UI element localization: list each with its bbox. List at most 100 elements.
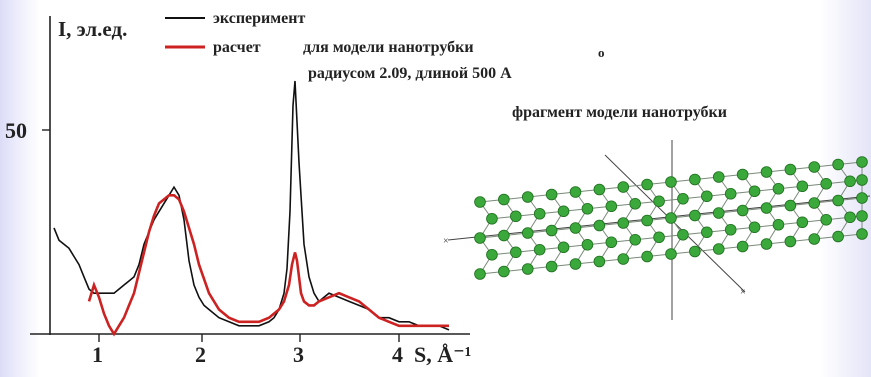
x-tick-label-3: 3 (293, 342, 304, 367)
nanotube-atom (569, 222, 582, 234)
annotation-model: для модели нанотрубки (303, 39, 474, 56)
nanotube-atom (521, 263, 534, 275)
nanotube-atom (760, 238, 773, 250)
legend-label-calculation: расчет (213, 39, 261, 56)
nanotube-atom (856, 210, 868, 222)
nanotube-atom (665, 212, 677, 224)
y-tick-label-50: 50 (5, 118, 27, 143)
nanotube-atom (796, 216, 809, 229)
legend-label-experiment: эксперимент (213, 10, 305, 27)
nanotube-atom (498, 265, 510, 278)
nanotube-model-image: × × (443, 140, 871, 320)
nanotube-atom (784, 199, 797, 212)
nanotube-atom (724, 187, 737, 200)
x-tick-label-1: 1 (92, 342, 103, 367)
nanotube-atom (617, 181, 630, 193)
x-ticks (98, 334, 400, 342)
nanotube-atom (820, 177, 832, 190)
nanotube-atom (474, 268, 486, 280)
nanotube-atom (474, 232, 486, 244)
nanotube-atoms (474, 156, 868, 280)
nanotube-atom (856, 174, 868, 186)
nanotube-atom (641, 250, 653, 263)
nanotube-atom (856, 192, 868, 204)
nanotube-atom (605, 236, 618, 249)
nanotube-atom (748, 221, 761, 234)
x-axis-label: S, Å⁻¹ (414, 342, 471, 367)
axis-marker-right: × (740, 287, 746, 298)
nanotube-atom (474, 196, 486, 208)
nanotube-atom (593, 255, 606, 268)
nanotube-atom (545, 224, 558, 237)
nanotube-atom (784, 235, 797, 248)
nanotube-atom (748, 185, 761, 198)
nanotube-atom (498, 193, 510, 206)
nanotube-atom (617, 253, 630, 265)
nanotube-atom (521, 191, 534, 203)
nanotube-atom (689, 173, 701, 186)
nanotube-atom (605, 200, 618, 213)
nanotube-atom (784, 163, 797, 176)
nanotube-atom (844, 211, 856, 224)
nanotube-atom (569, 186, 582, 198)
nanotube-atom (712, 207, 725, 219)
nanotube-atom (665, 176, 677, 188)
annotation-radius: радиусом 2.09, длиной 500 A (308, 65, 512, 82)
nanotube-atom (736, 204, 749, 217)
nanotube-atom (569, 258, 582, 270)
nanotube-atom (701, 226, 713, 239)
nanotube-atom (832, 194, 844, 207)
axis-marker-left: × (443, 236, 449, 247)
nanotube-atom (724, 223, 737, 236)
nanotube-atom (629, 197, 641, 210)
nanotube-atom (677, 228, 689, 241)
nanotube-atom (701, 190, 713, 203)
nanotube-atom (808, 197, 821, 209)
nanotube-atom (820, 213, 832, 226)
nanotube-atom (617, 217, 630, 229)
series-calculation-line (87, 194, 449, 337)
annotation-ring: o (598, 45, 605, 60)
nanotube-atom (498, 229, 510, 242)
nanotube-atom (653, 231, 665, 244)
nanotube-atom (808, 161, 821, 173)
nanotube-atom (545, 188, 558, 201)
nanotube-atom (557, 241, 570, 254)
nanotube-atom (772, 182, 785, 195)
nanotube-atom (832, 158, 844, 171)
nanotube-atom (856, 156, 868, 168)
nanotube-atom (736, 168, 749, 181)
nanotube-atom (760, 166, 773, 178)
nanotube-atom (593, 183, 606, 196)
nanotube-atom (844, 175, 856, 188)
nanotube-atom (772, 218, 785, 231)
nanotube-atom (760, 202, 773, 214)
y-axis-label: I, эл.ед. (58, 17, 127, 41)
nanotube-atom (832, 230, 844, 243)
nanotube-atom (510, 210, 522, 223)
nanotube-atom (677, 192, 689, 205)
nanotube-atom (712, 171, 725, 183)
nanotube-atom (653, 195, 665, 208)
nanotube-atom (689, 209, 701, 222)
series-experiment-line (53, 80, 450, 331)
nanotube-axis-horizontal (447, 195, 871, 241)
nanotube-atom (856, 228, 868, 240)
nanotube-atom (629, 233, 641, 246)
x-tick-label-2: 2 (195, 342, 206, 367)
nanotube-atom (545, 260, 558, 273)
nanotube-atom (712, 243, 725, 255)
nanotube-atom (521, 227, 534, 239)
nanotube-atom (689, 245, 701, 258)
nanotube-atom (593, 219, 606, 232)
nanotube-atom (486, 248, 498, 261)
nanotube-atom (736, 240, 749, 253)
nanotube-atom (557, 205, 570, 218)
nanotube-atom (641, 178, 653, 191)
nanotube-atom (581, 238, 594, 251)
x-tick-label-4: 4 (392, 342, 403, 367)
nanotube-atom (533, 207, 546, 220)
nanotube-atom (665, 248, 677, 260)
